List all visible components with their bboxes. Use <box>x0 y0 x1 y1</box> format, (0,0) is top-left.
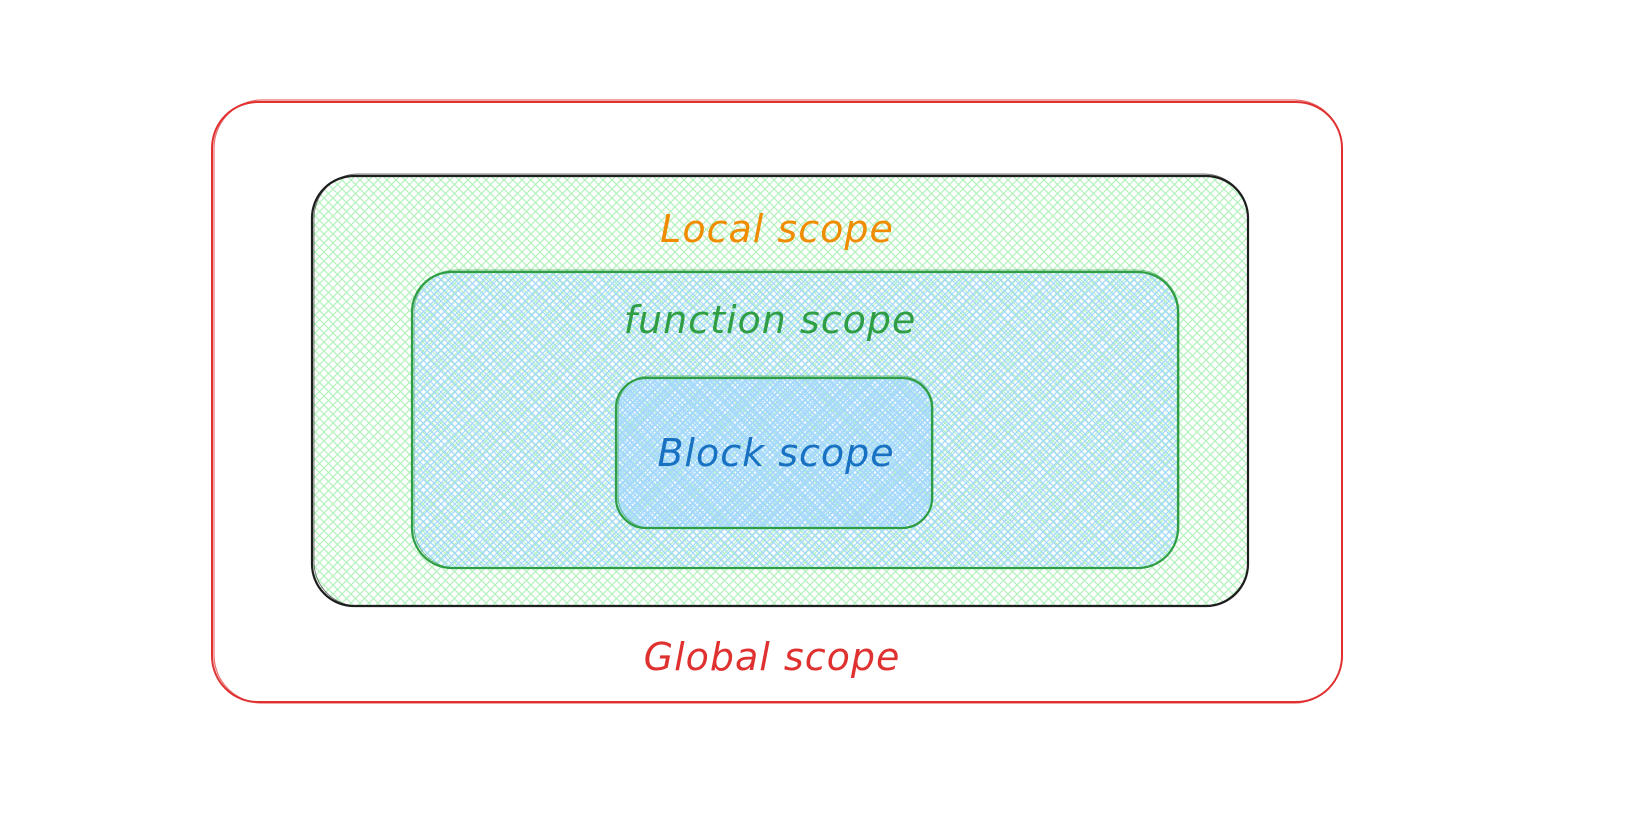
global-scope-label: Global scope <box>644 635 901 679</box>
function-scope-label: function scope <box>624 298 917 342</box>
block-scope-label: Block scope <box>657 431 894 475</box>
block-scope-box <box>614 375 934 530</box>
local-scope-label: Local scope <box>660 207 894 251</box>
global-scope-box <box>211 99 1343 704</box>
